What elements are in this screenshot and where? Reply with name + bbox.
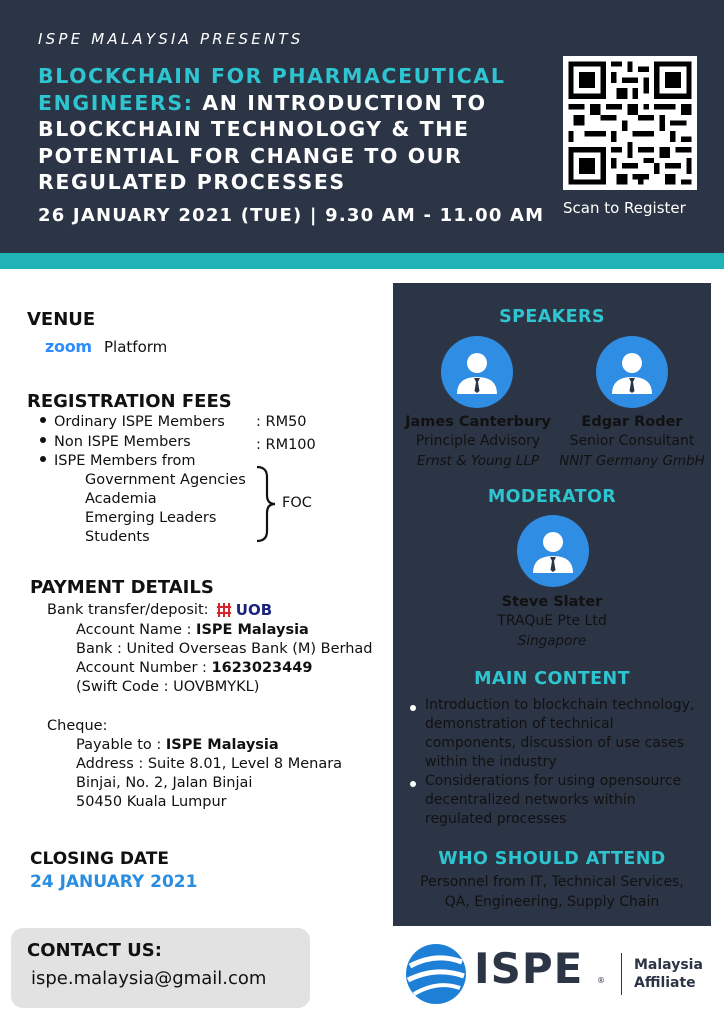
fee-label: Ordinary ISPE Members: [54, 414, 225, 430]
bank-transfer-line: Bank transfer/deposit: UOB: [47, 601, 272, 619]
speaker-org: Ernst & Young LLP: [416, 453, 540, 469]
uob-text: UOB: [235, 601, 273, 619]
payable-name: ISPE Malaysia: [165, 737, 279, 753]
address-line: 50450 Kuala Lumpur: [76, 794, 227, 810]
fee-amount: : RM100: [256, 437, 316, 453]
ispe-wordmark: ISPE: [474, 944, 584, 993]
moderator-location: Singapore: [517, 633, 587, 649]
speaker-name: Edgar Roder: [581, 414, 683, 430]
registered-mark: ®: [597, 976, 605, 985]
bullet-icon: [410, 781, 416, 787]
fee-item: Non ISPE Members: [40, 434, 191, 450]
affiliate-line: Malaysia: [634, 957, 703, 973]
venue-platform: Platform: [104, 338, 168, 356]
payable-label: Payable to :: [76, 737, 166, 753]
account-name-label: Account Name :: [76, 622, 197, 638]
payable-line: Payable to : ISPE Malaysia: [76, 737, 279, 753]
audience-line: QA, Engineering, Supply Chain: [444, 894, 660, 910]
fee-label: ISPE Members from: [54, 453, 196, 469]
account-number-label: Account Number :: [76, 660, 212, 676]
member-category: Government Agencies: [85, 472, 246, 488]
bullet-icon: [40, 437, 46, 443]
payment-heading: PAYMENT DETAILS: [30, 577, 214, 598]
bank-transfer-label: Bank transfer/deposit:: [47, 602, 209, 618]
account-number: 1623023449: [211, 660, 313, 676]
content-item: Introduction to blockchain technology, d…: [425, 697, 695, 770]
member-category: Students: [85, 529, 150, 545]
contact-email-link[interactable]: ispe.malaysia@gmail.com: [31, 968, 267, 989]
speaker-role: Principle Advisory: [415, 433, 541, 449]
address-line: Address : Suite 8.01, Level 8 Menara: [76, 756, 343, 772]
event-title-highlight: BLOCKCHAIN FOR PHARMACEUTICAL ENGINEERS:: [38, 64, 506, 115]
speakers-heading: SPEAKERS: [499, 307, 605, 327]
event-date: 26 JANUARY 2021 (TUE) | 9.30 AM - 11.00 …: [38, 205, 545, 226]
closing-date-heading: CLOSING DATE: [30, 849, 169, 869]
member-category: Academia: [85, 491, 157, 507]
account-name-line: Account Name : ISPE Malaysia: [76, 622, 309, 638]
ispe-globe-logo-icon: [406, 944, 466, 1004]
speaker-avatar-icon: [441, 336, 513, 408]
moderator-name: Steve Slater: [501, 594, 603, 610]
member-category: Emerging Leaders: [85, 510, 217, 526]
presents-line: ISPE MALAYSIA PRESENTS: [38, 30, 304, 48]
moderator-heading: MODERATOR: [487, 487, 617, 507]
venue-heading: VENUE: [27, 309, 96, 330]
affiliate-line: Affiliate: [634, 975, 696, 991]
scan-to-register-label: Scan to Register: [563, 199, 686, 217]
fee-label: Non ISPE Members: [54, 434, 191, 450]
bank-name-line: Bank : United Overseas Bank (M) Berhad: [76, 641, 373, 657]
moderator-avatar-icon: [517, 515, 589, 587]
fee-amount: : RM50: [256, 414, 307, 430]
teal-divider: [0, 253, 724, 269]
registration-qr-code[interactable]: [563, 56, 697, 190]
bullet-icon: [40, 417, 46, 423]
content-item: Considerations for using opensource dece…: [425, 773, 682, 827]
speaker-org: NNIT Germany GmbH: [559, 453, 705, 469]
logo-divider: [621, 953, 622, 995]
fee-item: ISPE Members from: [40, 453, 196, 469]
bullet-icon: [40, 456, 46, 462]
contact-box: [11, 928, 310, 1008]
curly-brace-icon: [256, 465, 276, 543]
registration-heading: REGISTRATION FEES: [27, 391, 232, 412]
moderator-org: TRAQuE Pte Ltd: [497, 613, 607, 629]
account-number-line: Account Number : 1623023449: [76, 660, 312, 676]
audience-line: Personnel from IT, Technical Services,: [420, 874, 684, 890]
account-name: ISPE Malaysia: [196, 622, 309, 638]
speaker-name: James Canterbury: [405, 414, 551, 430]
speaker-avatar-icon: [596, 336, 668, 408]
event-title: BLOCKCHAIN FOR PHARMACEUTICAL ENGINEERS:…: [38, 63, 548, 196]
uob-mark-icon: [217, 603, 232, 617]
main-content-heading: MAIN CONTENT: [474, 669, 630, 689]
uob-logo: UOB: [217, 601, 272, 619]
who-should-attend-heading: WHO SHOULD ATTEND: [438, 849, 666, 869]
swift-code-line: (Swift Code : UOVBMYKL): [76, 679, 260, 695]
cheque-label: Cheque:: [47, 718, 108, 734]
foc-label: FOC: [282, 495, 312, 511]
bullet-icon: [410, 705, 416, 711]
address-line: Binjai, No. 2, Jalan Binjai: [76, 775, 253, 791]
closing-date: 24 JANUARY 2021: [30, 872, 198, 892]
event-title-rest: AN INTRODUCTION TO BLOCKCHAIN TECHNOLOGY…: [38, 90, 487, 195]
fee-item: Ordinary ISPE Members: [40, 414, 225, 430]
speaker-role: Senior Consultant: [569, 433, 695, 449]
zoom-logo: zoom: [45, 337, 92, 356]
contact-heading: CONTACT US:: [27, 940, 162, 961]
